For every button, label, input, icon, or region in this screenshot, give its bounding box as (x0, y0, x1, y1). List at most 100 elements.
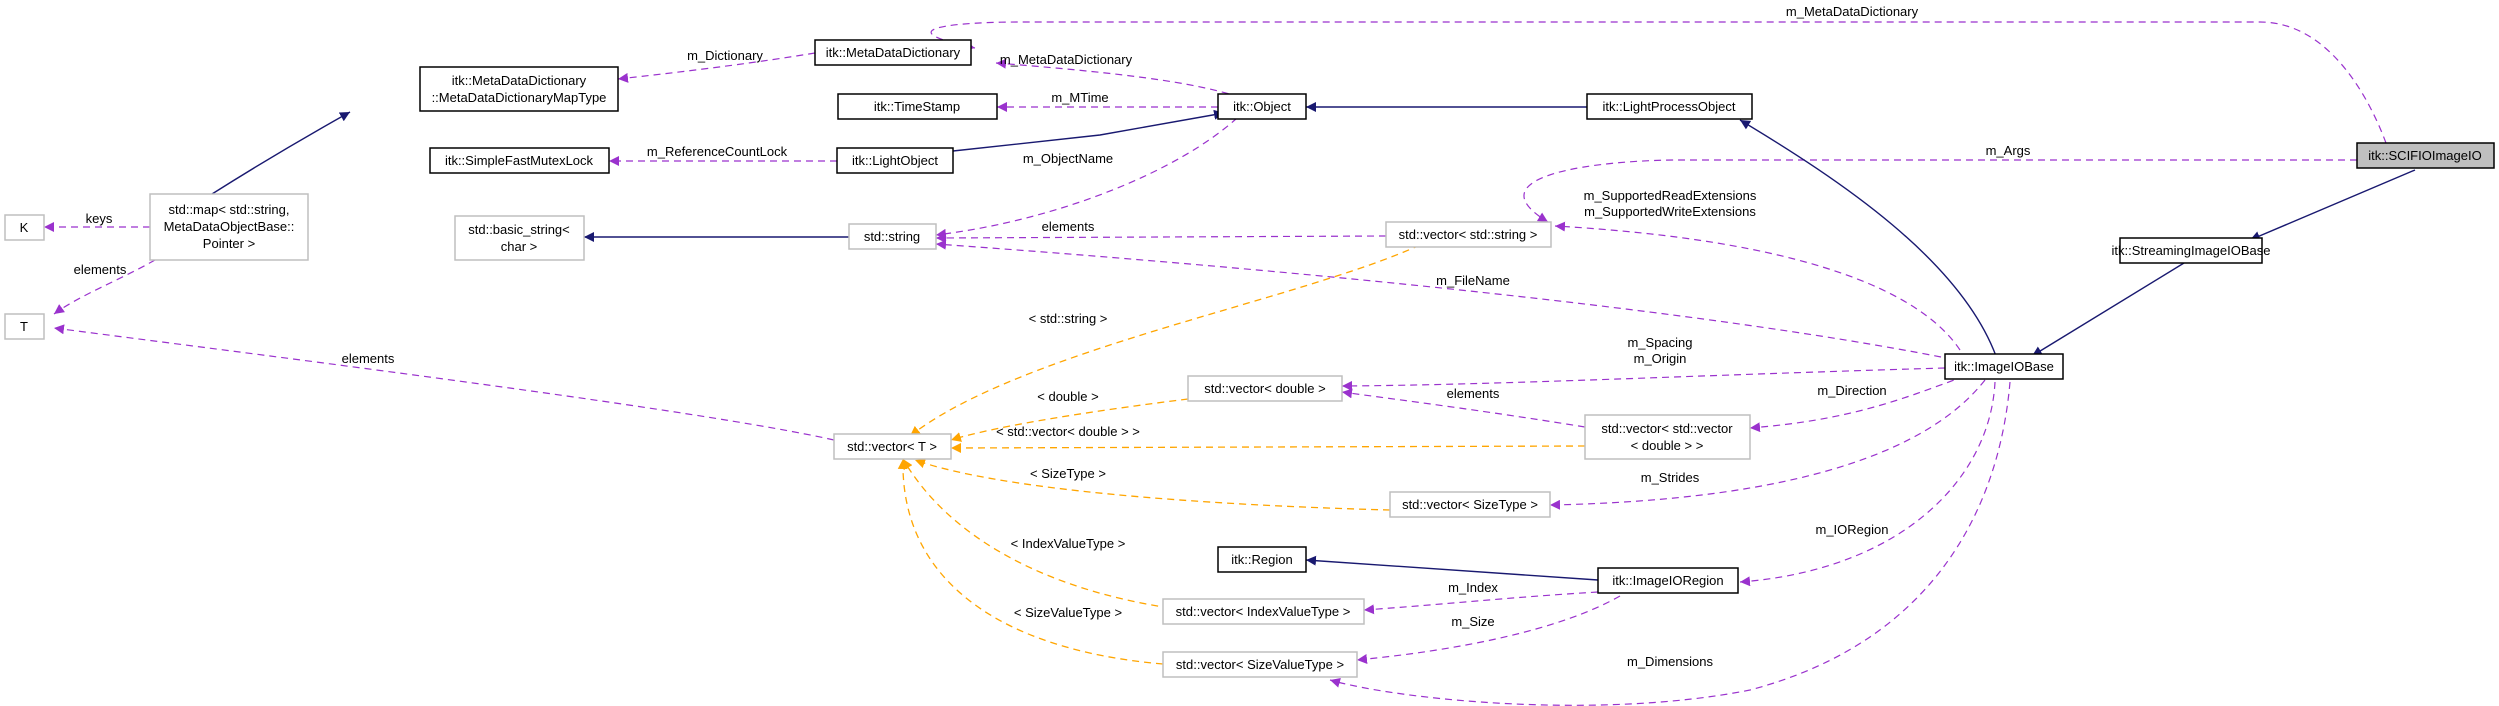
node-imageioregion[interactable]: itk::ImageIORegion (1597, 567, 1739, 594)
edge-imageiobase-vecvec (1749, 375, 1966, 433)
node-object[interactable]: itk::Object (1217, 93, 1307, 120)
label-m-index: m_Index (1448, 580, 1498, 595)
node-vector-t[interactable]: std::vector< T > (833, 433, 952, 460)
edge-stdmap-t (53, 259, 156, 315)
edge-stdmap-maptype (211, 111, 351, 195)
label-m-origin: m_Origin (1634, 351, 1687, 366)
node-vector-string-label: std::vector< std::string > (1399, 227, 1538, 242)
node-lightobject-label: itk::LightObject (852, 153, 938, 168)
edge-vecindex-vect (902, 458, 1171, 609)
edge-object-stdstring (935, 117, 1238, 239)
label-m-args: m_Args (1986, 143, 2031, 158)
node-streamingimageiobase[interactable]: itk::StreamingImageIOBase (2112, 237, 2271, 264)
label-elements-map: elements (74, 262, 127, 277)
nodes: itk::SCIFIOImageIO itk::MetaDataDictiona… (4, 39, 2495, 678)
edge-object-mdd (995, 58, 1241, 98)
edge-imageiobase-vecsize (1549, 379, 1986, 510)
label-tpl-sizetype: < SizeType > (1030, 466, 1106, 481)
edge-imageiobase-vecsizevalue (1329, 381, 2011, 706)
label-m-direction: m_Direction (1817, 383, 1886, 398)
node-basicstring[interactable]: std::basic_string< char > (454, 215, 585, 261)
edges (44, 21, 2416, 706)
node-metadatadictionarymaptype[interactable]: itk::MetaDataDictionary ::MetaDataDictio… (419, 66, 619, 112)
node-region[interactable]: itk::Region (1217, 546, 1307, 573)
edge-imageiobase-vecstring (1554, 221, 1961, 351)
node-imageioregion-label: itk::ImageIORegion (1612, 573, 1723, 588)
node-imageiobase[interactable]: itk::ImageIOBase (1944, 353, 2064, 380)
edge-imageiobase-vecdouble (1341, 367, 1946, 391)
edge-vecvec-vect (950, 442, 1586, 453)
label-m-supportedwriteextensions: m_SupportedWriteExtensions (1584, 204, 1756, 219)
label-m-metadatadictionary: m_MetaDataDictionary (1000, 52, 1133, 67)
edge-labels: m_MetaDataDictionary m_Dictionary m_Meta… (74, 4, 2031, 669)
label-m-spacing: m_Spacing (1627, 335, 1692, 350)
edge-mdd-maptype (617, 52, 816, 83)
node-vector-sizetype-label: std::vector< SizeType > (1402, 497, 1538, 512)
node-t[interactable]: T (4, 313, 45, 340)
node-stdmap-label-1: std::map< std::string, (168, 202, 289, 217)
label-m-ioregion: m_IORegion (1816, 522, 1889, 537)
edge-vecstring-stdstring (935, 232, 1387, 243)
edge-scifio-vecstring (1523, 159, 2357, 223)
node-simplefastmutexlock-label: itk::SimpleFastMutexLock (445, 153, 594, 168)
node-stdmap-label-3: Pointer > (203, 236, 255, 251)
label-m-supportedreadextensions: m_SupportedReadExtensions (1584, 188, 1757, 203)
node-vector-indexvaluetype[interactable]: std::vector< IndexValueType > (1162, 598, 1365, 625)
edge-imageiobase-stdstring (935, 239, 1942, 358)
node-lightprocessobject-label: itk::LightProcessObject (1603, 99, 1736, 114)
edge-imageioregion-region (1305, 555, 1599, 581)
node-vector-vector-label-2: < double > > (1631, 438, 1704, 453)
label-keys: keys (86, 211, 113, 226)
node-vector-string[interactable]: std::vector< std::string > (1385, 221, 1552, 248)
node-timestamp-label: itk::TimeStamp (874, 99, 960, 114)
node-k-label: K (20, 220, 29, 235)
node-scifioimageio[interactable]: itk::SCIFIOImageIO (2356, 142, 2495, 169)
node-basicstring-label-2: char > (501, 239, 538, 254)
node-imageiobase-label: itk::ImageIOBase (1954, 359, 2054, 374)
edge-vecstring-vect (909, 244, 1421, 437)
node-vector-double[interactable]: std::vector< double > (1187, 375, 1343, 402)
label-tpl-sizevalue: < SizeValueType > (1014, 605, 1122, 620)
label-elements-string: elements (1042, 219, 1095, 234)
node-lightobject[interactable]: itk::LightObject (836, 147, 954, 174)
node-k[interactable]: K (4, 214, 45, 241)
node-lightprocessobject[interactable]: itk::LightProcessObject (1586, 93, 1753, 120)
node-vector-t-label: std::vector< T > (847, 439, 937, 454)
label-tpl-indexvalue: < IndexValueType > (1011, 536, 1126, 551)
node-scifioimageio-label: itk::SCIFIOImageIO (2368, 148, 2481, 163)
edge-imageioregion-vecindex (1363, 591, 1599, 615)
edge-vecsize-vect (914, 458, 1391, 511)
label-m-dimensions: m_Dimensions (1627, 654, 1713, 669)
node-t-label: T (20, 319, 28, 334)
node-metadatadictionary[interactable]: itk::MetaDataDictionary (814, 39, 972, 66)
label-m-objectname: m_ObjectName (1023, 151, 1113, 166)
edge-scifio-streaming (2249, 169, 2416, 241)
node-vector-sizetype[interactable]: std::vector< SizeType > (1389, 491, 1551, 518)
edge-scifio-metadatadictionary (930, 21, 2387, 144)
node-vector-indexvaluetype-label: std::vector< IndexValueType > (1176, 604, 1351, 619)
node-vector-vector-double[interactable]: std::vector< std::vector < double > > (1584, 414, 1751, 460)
label-tpl-double: < double > (1037, 389, 1098, 404)
node-maptype-label-1: itk::MetaDataDictionary (452, 73, 587, 88)
node-object-label: itk::Object (1233, 99, 1291, 114)
node-simplefastmutexlock[interactable]: itk::SimpleFastMutexLock (429, 147, 610, 174)
node-stdstring[interactable]: std::string (848, 223, 937, 250)
edge-streaming-imageiobase (2031, 262, 2185, 357)
label-m-size: m_Size (1451, 614, 1494, 629)
node-metadatadictionary-label: itk::MetaDataDictionary (826, 45, 961, 60)
label-m-mtime: m_MTime (1051, 90, 1108, 105)
node-streamingimageiobase-label: itk::StreamingImageIOBase (2112, 243, 2271, 258)
label-m-metadatadictionary-top: m_MetaDataDictionary (1786, 4, 1919, 19)
node-vector-sizevaluetype[interactable]: std::vector< SizeValueType > (1162, 651, 1358, 678)
node-maptype-label-2: ::MetaDataDictionaryMapType (432, 90, 607, 105)
node-stdmap[interactable]: std::map< std::string, MetaDataObjectBas… (149, 193, 309, 261)
edge-imageiobase-lpo (1739, 119, 1997, 357)
edge-imageiobase-imageioregion (1739, 381, 1996, 587)
label-tpl-vecdouble: < std::vector< double > > (996, 424, 1140, 439)
node-vector-sizevaluetype-label: std::vector< SizeValueType > (1176, 657, 1344, 672)
node-stdstring-label: std::string (864, 229, 920, 244)
node-vector-double-label: std::vector< double > (1204, 381, 1325, 396)
edge-imageioregion-vecsizevalue (1356, 595, 1621, 665)
node-timestamp[interactable]: itk::TimeStamp (837, 93, 998, 120)
